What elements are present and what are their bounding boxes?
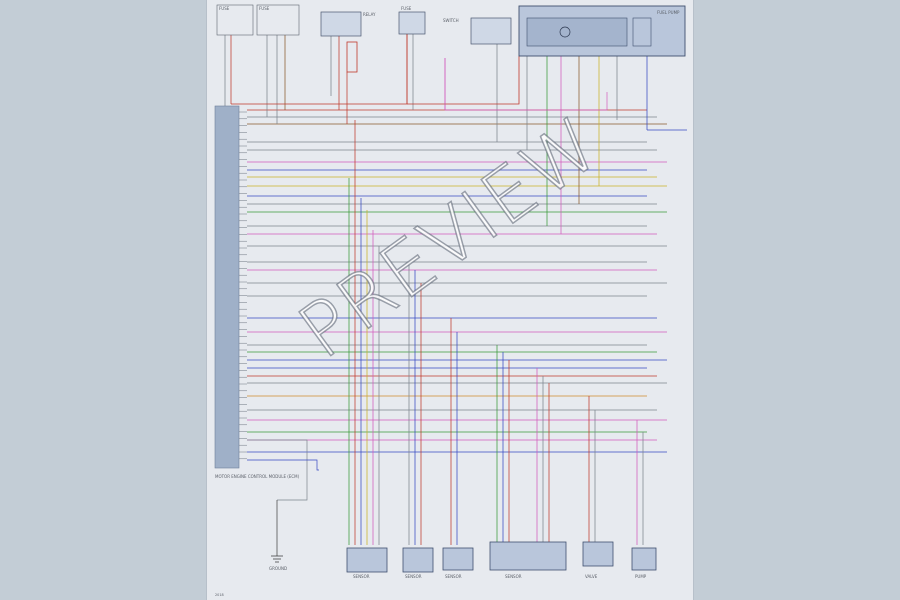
valve-box xyxy=(582,541,614,567)
ecm-connector-block xyxy=(214,105,240,469)
ecm-block xyxy=(214,105,240,469)
pump-label: PUMP xyxy=(635,574,647,579)
top-components: FUSE FUSE RELAY FUSE SWITCH FUEL PUMP xyxy=(216,4,686,73)
fuse-box-c xyxy=(398,11,426,35)
wiring-diagram: FUSE FUSE RELAY FUSE SWITCH FUEL PUMP xyxy=(214,4,687,597)
pump-relay-icon xyxy=(632,17,652,47)
ground-label: GROUND xyxy=(269,566,287,571)
fuel-pump-inner xyxy=(526,17,628,47)
shield-wire xyxy=(247,459,319,471)
wiring-diagram-sheet: FUSE FUSE RELAY FUSE SWITCH FUEL PUMP xyxy=(207,0,693,600)
relay-box xyxy=(320,11,362,37)
relay-highlight xyxy=(346,41,358,73)
fuse-box-b xyxy=(256,4,300,36)
sensor-3-box xyxy=(442,547,474,571)
sensor-4-box xyxy=(489,541,567,571)
sensor-2-label: SENSOR xyxy=(405,574,422,579)
wire-layer xyxy=(224,34,687,545)
pump-module-label: FUEL PUMP xyxy=(657,10,680,15)
sensor-ref-wire xyxy=(444,58,608,111)
relay-label: RELAY xyxy=(363,12,376,17)
sensor-2-box xyxy=(402,547,434,573)
pump-motor-icon xyxy=(559,26,571,38)
main-supply-wire xyxy=(231,34,408,105)
page-reference: 2018 xyxy=(215,593,224,597)
fuse-box-a xyxy=(216,4,254,36)
ecm-pin-labels xyxy=(239,111,247,460)
pump-box xyxy=(631,547,657,571)
sensor-3-label: SENSOR xyxy=(445,574,462,579)
switch-box xyxy=(470,17,512,45)
fuse-box-b-label: FUSE xyxy=(259,6,270,11)
switch-label: SWITCH xyxy=(443,18,459,23)
valve-label: VALVE xyxy=(585,574,598,579)
ground-wire xyxy=(247,439,308,501)
ground-symbol xyxy=(271,500,283,563)
sensor-1-label: SENSOR xyxy=(353,574,370,579)
sensor-1-box xyxy=(346,547,388,573)
pump-supply-wire xyxy=(407,56,520,105)
fuse-box-c-label: FUSE xyxy=(401,6,412,11)
bottom-components: SENSOR SENSOR SENSOR SENSOR VALVE PUMP G… xyxy=(269,500,657,579)
sensor-4-label: SENSOR xyxy=(505,574,522,579)
fuse-box-a-label: FUSE xyxy=(219,6,230,11)
ecm-label: MOTOR ENGINE CONTROL MODULE (ECM) xyxy=(215,474,300,479)
